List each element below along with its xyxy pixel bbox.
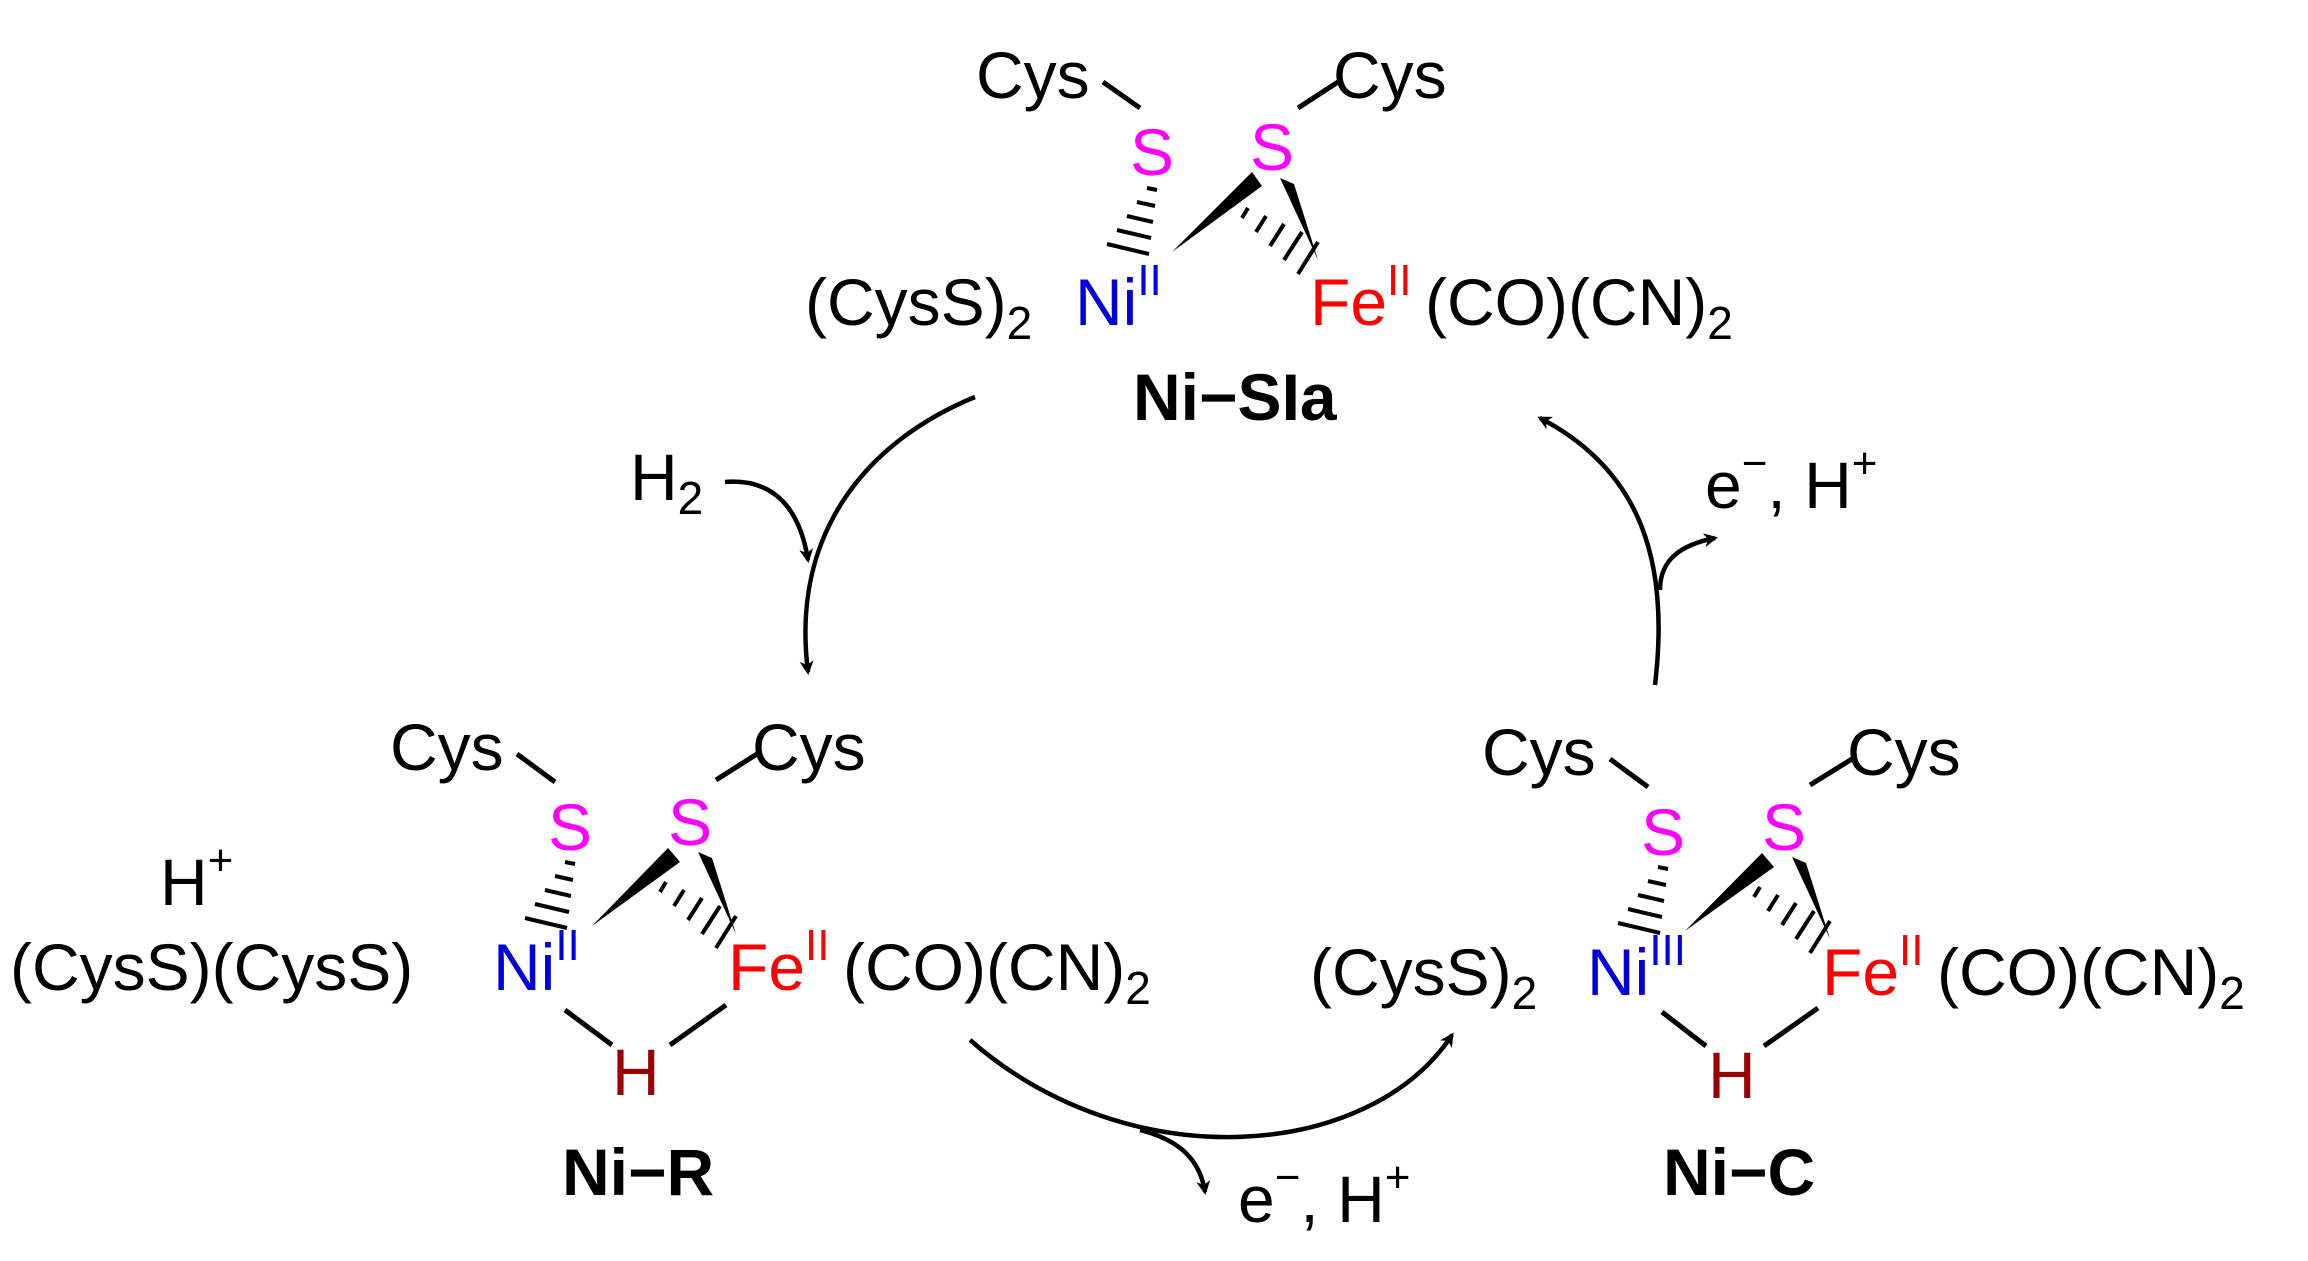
label-ni-r: Ni−R — [562, 1135, 714, 1209]
ni-ligands: (CysS)2 — [805, 265, 1032, 349]
wedge-bond-s-ni — [592, 848, 680, 926]
wedge-bond-s-fe — [1792, 857, 1830, 939]
bridging-hydride: H — [1708, 1038, 1756, 1112]
iron-center: FeII — [728, 921, 829, 1004]
bridging-hydride: H — [612, 1035, 660, 1109]
cys-right-label: Cys — [752, 710, 866, 784]
ni-h-bond — [563, 1007, 614, 1048]
state-ni-sia: Cys Cys S S (CysS)2 NiII FeII (CO)(CN)2 — [805, 38, 1733, 434]
arrow-c-to-sia — [1537, 416, 1661, 686]
label-ni-c: Ni−C — [1663, 1135, 1815, 1209]
fe-h-bond — [668, 1002, 728, 1048]
sulfur-right: S — [668, 785, 712, 859]
nickel-center: NiIII — [1587, 926, 1686, 1009]
iron-center: FeII — [1822, 926, 1923, 1009]
cys-left-label: Cys — [390, 710, 504, 784]
sulfur-left: S — [548, 790, 592, 864]
wedge-bond-s-ni — [1172, 172, 1262, 252]
ni-ligands: (CysS)2 — [1310, 935, 1537, 1019]
fe-ligands: (CO)(CN)2 — [1937, 935, 2245, 1019]
cys-right-label: Cys — [1847, 715, 1961, 789]
cys-s-bond-left — [1101, 79, 1142, 111]
arrow-e-h-out-right — [1657, 533, 1718, 591]
sulfur-left: S — [1130, 115, 1174, 189]
nickel-center: NiII — [493, 921, 580, 1004]
wedge-bond-s-fe — [1280, 178, 1318, 260]
proton-label: H+ — [160, 836, 233, 919]
hashed-bond-s-fe — [1752, 885, 1832, 955]
arrow-r-to-c — [968, 1032, 1454, 1140]
ni-h-bond — [1660, 1010, 1708, 1048]
hashed-bond-s-ni — [1106, 186, 1158, 256]
cys-s-bond-left — [1608, 756, 1650, 790]
cys-left-label: Cys — [1482, 715, 1596, 789]
label-ni-sia: Ni−SIa — [1133, 360, 1338, 434]
hashed-bond-s-fe — [1240, 206, 1320, 276]
e-h-label-right: e−, H+ — [1705, 439, 1877, 522]
cys-s-bond-left — [515, 751, 557, 785]
wedge-bond-s-ni — [1685, 853, 1774, 931]
sulfur-right: S — [1762, 790, 1806, 864]
fe-ligands: (CO)(CN)2 — [1425, 265, 1733, 349]
hashed-bond-s-fe — [658, 880, 738, 950]
wedge-bond-s-fe — [698, 852, 736, 934]
fe-ligands: (CO)(CN)2 — [843, 930, 1151, 1014]
h2-label: H2 — [630, 440, 703, 524]
sulfur-right: S — [1250, 110, 1294, 184]
arrow-h2-in — [724, 479, 814, 563]
arrow-sia-to-r — [799, 394, 976, 675]
ni-ligands: (CysS)(CysS) — [10, 930, 413, 1004]
state-ni-c: Cys Cys S S (CysS)2 NiIII FeII (CO)(CN)2… — [1310, 715, 2245, 1209]
e-h-label-bottom: e−, H+ — [1238, 1153, 1410, 1236]
cys-right-label: Cys — [1333, 38, 1447, 112]
sulfur-left: S — [1641, 795, 1685, 869]
fe-h-bond — [1762, 1005, 1820, 1049]
arrow-e-h-out-bottom — [1139, 1127, 1211, 1195]
cys-s-bond-right — [1296, 79, 1340, 111]
iron-center: FeII — [1310, 256, 1411, 339]
hashed-bond-s-ni — [1617, 865, 1669, 935]
cys-s-bond-right — [714, 751, 759, 783]
cys-left-label: Cys — [976, 38, 1090, 112]
cys-s-bond-right — [1808, 756, 1854, 788]
nickel-center: NiII — [1075, 256, 1162, 339]
state-ni-r: Cys Cys S S H+ (CysS)(CysS) NiII FeII (C… — [10, 710, 1151, 1209]
hashed-bond-s-ni — [524, 860, 576, 930]
